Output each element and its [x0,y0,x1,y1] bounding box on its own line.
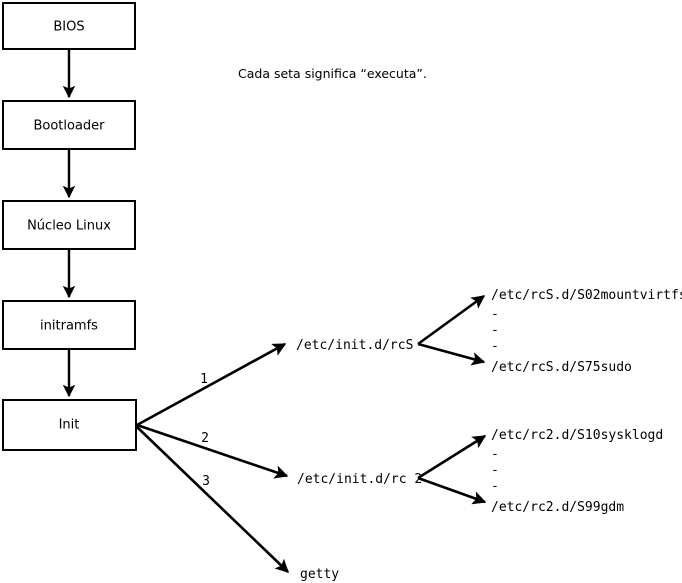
arrow-init-to-rc2 [136,423,289,479]
label-rcsd-last: /etc/rcS.d/S75sudo [491,360,632,375]
node-bootloader-rect [2,100,136,150]
node-init-label: Init [59,418,80,433]
label-rc2-script: /etc/init.d/rc 2 [297,472,422,487]
label-rcsd-first: /etc/rcS.d/S02mountvirtfs [491,288,682,303]
rcsd-ellipsis-dash-1: - [491,307,499,322]
rcs-scripts-group: /etc/rcS.d/S02mountvirtfs - - - /etc/rcS… [417,288,682,375]
rc2-scripts-group: /etc/rc2.d/S10sysklogd - - - /etc/rc2.d/… [417,428,663,515]
branch-number-2: 2 [201,431,209,446]
rc2d-ellipsis-dash-1: - [491,447,499,462]
node-bios-label: BIOS [53,20,84,35]
arrow-rcs-to-first [417,294,486,346]
node-initramfs-label: initramfs [40,319,98,334]
label-rc2d-first: /etc/rc2.d/S10sysklogd [491,428,663,443]
node-kernel-label: Núcleo Linux [27,219,111,234]
arrow-init-to-rcs [136,342,287,427]
node-init: Init [2,399,137,451]
node-bios: BIOS [2,2,136,50]
node-bootloader: Bootloader [2,100,136,150]
branch-number-3: 3 [202,474,210,489]
node-bios-rect [2,2,136,50]
label-rcs-script: /etc/init.d/rcS [296,338,413,353]
node-init-rect [2,399,137,451]
rcsd-ellipsis-dash-3: - [491,339,499,354]
arrow-init-to-getty [136,426,289,573]
rc2d-ellipsis-dash-2: - [491,463,499,478]
boot-chain-group: BIOS Bootloader Núcleo Linux initramfs I… [2,2,137,451]
arrow-rcs-to-last [417,342,486,366]
node-kernel: Núcleo Linux [2,200,136,250]
node-bootloader-label: Bootloader [33,119,105,134]
rcsd-ellipsis-dash-2: - [491,323,499,338]
arrow-rc2-to-first [417,434,487,480]
branch-number-1: 1 [200,372,208,387]
rc2d-ellipsis-dash-3: - [491,479,499,494]
init-branch-group: 1 2 3 /etc/init.d/rcS /etc/init.d/rc 2 g… [136,338,422,582]
node-initramfs-rect [2,300,136,350]
label-getty: getty [300,567,339,582]
arrow-rc2-to-last [417,476,487,505]
node-initramfs: initramfs [2,300,136,350]
label-rc2d-last: /etc/rc2.d/S99gdm [491,500,624,515]
diagram-caption: Cada seta significa “executa”. [238,66,427,81]
